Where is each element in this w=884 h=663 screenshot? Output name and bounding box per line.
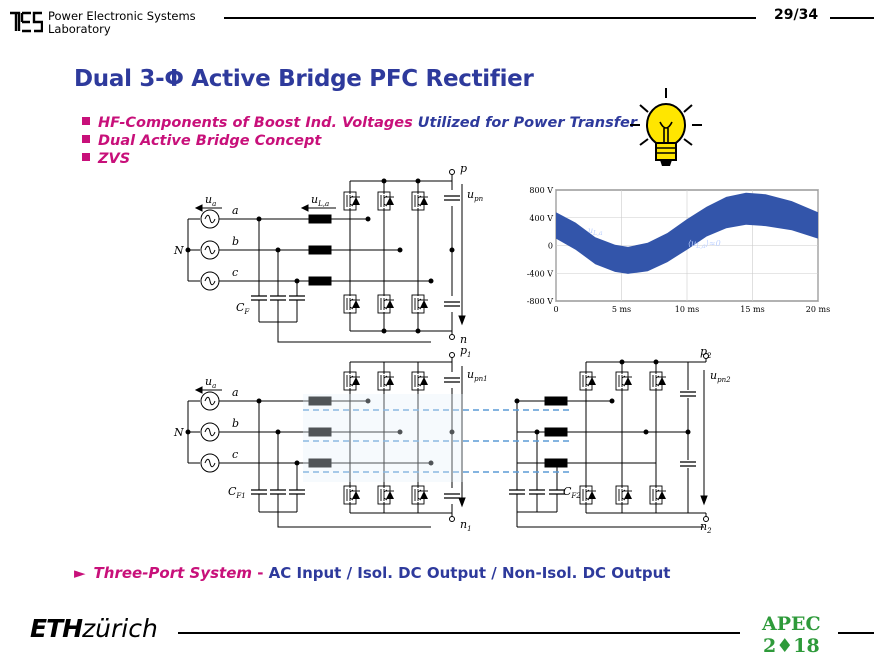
label-N: N [173, 244, 184, 257]
circuit-1 [185, 169, 466, 343]
bullet-2: Dual Active Bridge Concept [82, 132, 321, 150]
plot-xtick-label: 10 ms [675, 305, 699, 314]
lightbulb-icon [630, 88, 702, 166]
plot-ytick-label: 0 [548, 242, 553, 251]
lab-name-line2: Laboratory [48, 22, 111, 36]
ac-source-icon [200, 240, 220, 260]
plot-xtick-label: 5 ms [612, 305, 631, 314]
label-n: n [460, 333, 467, 346]
label-CF1: CF1 [228, 485, 246, 500]
coupling-lines [303, 409, 573, 473]
header-rule-right [830, 17, 874, 19]
label-CF2: CF2 [563, 485, 581, 500]
label-b: b [232, 235, 239, 248]
voltage-arrows [194, 204, 336, 394]
plot-ytick-label: 800 V [529, 186, 553, 195]
bullet-3-pink: ZVS [98, 151, 131, 167]
ac-source-icon [200, 453, 220, 473]
plot-ytick-label: -400 V [527, 269, 554, 278]
label-c-2: c [232, 448, 238, 461]
ac-source-icon [200, 422, 220, 442]
plot-xtick-label: 20 ms [806, 305, 830, 314]
svg-text:2♦18: 2♦18 [763, 635, 820, 657]
ac-source-icon [200, 391, 220, 411]
label-p2: p2 [700, 345, 712, 360]
label-upn2: upn2 [710, 369, 731, 384]
eth-zurich-logo: ETHzürich [30, 614, 158, 643]
plot-ytick-label: -800 V [527, 297, 554, 306]
label-n2: n2 [700, 520, 712, 535]
coupling-highlight [303, 394, 463, 482]
plot-annotation-left: uL,a [588, 226, 603, 237]
three-port-label: Three-Port System [93, 564, 252, 582]
slide-title: Dual 3-Φ Active Bridge PFC Rectifier [74, 66, 534, 92]
label-ua: ua [205, 193, 216, 208]
plot-band [556, 192, 818, 274]
footer-rule-right [838, 632, 874, 634]
label-a: a [232, 204, 239, 217]
label-n1: n1 [460, 518, 472, 533]
footer-rule [178, 632, 740, 634]
svg-text:APEC: APEC [761, 613, 821, 635]
lab-name: Power Electronic Systems Laboratory [48, 10, 196, 36]
label-p1: p1 [460, 344, 472, 359]
bullet-1: HF-Components of Boost Ind. Voltages Uti… [82, 114, 637, 132]
label-N-2: N [173, 426, 184, 439]
eth-text: ETH [30, 614, 83, 643]
apec-logo: APEC 2♦18 [761, 613, 821, 657]
bullet-1-pink: HF-Components of Boost Ind. Voltages [98, 115, 413, 131]
three-port-desc: AC Input / Isol. DC Output / Non-Isol. D… [268, 564, 671, 582]
page-number: 29/34 [774, 7, 819, 23]
pes-lab-logo [10, 11, 43, 33]
three-port-line: ► Three-Port System - AC Input / Isol. DC… [74, 564, 670, 582]
bullet-3: ZVS [82, 150, 130, 168]
plot-xtick-label: 0 [553, 305, 558, 314]
bullet-square-icon [82, 153, 90, 161]
header-rule [224, 17, 756, 19]
three-port-sep: - [252, 564, 269, 582]
bullet-square-icon [82, 117, 90, 125]
bullet-1-blue: Utilized for Power Transfer [412, 115, 638, 131]
label-upn1: upn1 [467, 368, 488, 383]
circuit-1-switches [343, 191, 461, 314]
zurich-text: zürich [82, 614, 158, 643]
label-upn: upn [467, 188, 484, 203]
label-ua-2: ua [205, 375, 216, 390]
label-b-2: b [232, 417, 239, 430]
bullet-square-icon [82, 135, 90, 143]
label-CF: CF [236, 301, 250, 316]
plot-xtick-label: 15 ms [740, 305, 764, 314]
plot-ytick-label: 400 V [529, 214, 553, 223]
label-uLa: uL,a [311, 193, 329, 208]
circuit-labels: ua a b c N uL,a p n upn CF ua a b c N p1… [173, 162, 731, 535]
triangle-bullet-icon: ► [74, 564, 86, 582]
bullet-2-pink: Dual Active Bridge Concept [98, 133, 322, 149]
label-c: c [232, 266, 238, 279]
ac-source-icon [200, 209, 220, 229]
ac-source-icon [200, 271, 220, 291]
plot-annotation-right: ⟨uL,a⟩≈0 [688, 239, 721, 250]
label-p: p [460, 162, 467, 175]
lab-name-line1: Power Electronic Systems [48, 9, 196, 23]
label-a-2: a [232, 386, 239, 399]
circuit-2 [185, 352, 709, 528]
